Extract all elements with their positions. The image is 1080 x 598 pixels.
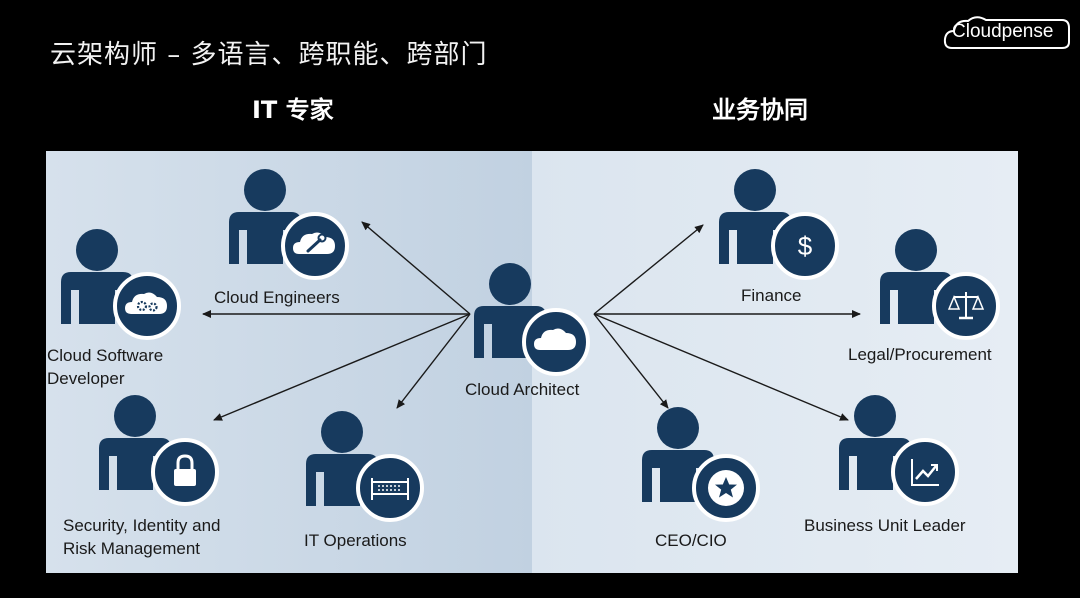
label-legal-procurement: Legal/Procurement [848,345,992,364]
person-ceo-cio [642,407,760,522]
person-cloud-software-developer [61,229,181,340]
lock-icon [151,438,219,506]
server-rack-icon [356,454,424,522]
svg-text:$: $ [798,231,813,261]
person-security-identity-risk [99,395,219,506]
gears-cloud-icon [113,272,181,340]
label-line: Security, Identity and [63,516,221,535]
person-cloud-architect [474,263,590,376]
section-heading-business: 业务协同 [712,96,808,124]
label-line: Risk Management [63,539,201,558]
label-business-unit-leader: Business Unit Leader [804,516,966,535]
label-it-operations: IT Operations [304,531,407,550]
slide-title: 云架构师 – 多语言、跨职能、跨部门 [50,40,488,70]
person-finance: $ [719,169,839,280]
person-it-operations [306,411,424,522]
scales-icon [932,272,1000,340]
label-cloud-engineers: Cloud Engineers [214,288,340,307]
section-heading-it-experts: IT 专家 [252,96,334,124]
label-security-identity-risk: Security, Identity and Risk Management [63,514,221,560]
cloud-icon [522,308,590,376]
label-cloud-architect: Cloud Architect [465,380,580,399]
label-finance: Finance [741,286,802,305]
trend-chart-icon [891,438,959,506]
person-cloud-engineers [229,169,349,280]
person-legal-procurement [880,229,1000,340]
person-business-unit-leader [839,395,959,506]
star-icon [692,454,760,522]
arrow-to-cloud-engineers [361,221,471,315]
brand-name: Cloudpense [952,21,1054,42]
label-line: Cloud Software [47,346,164,365]
wrench-icon [281,212,349,280]
label-cloud-software-developer: Cloud Software Developer [47,344,163,390]
arrow-to-security [213,313,471,421]
label-ceo-cio: CEO/CIO [655,531,727,550]
arrow-to-business-unit-leader [593,313,849,421]
dollar-icon: $ [771,212,839,280]
label-line: Developer [47,369,125,388]
arrow-to-ceo [593,313,669,409]
arrow-to-finance [593,224,704,315]
arrow-to-it-operations [396,313,471,409]
brand-logo: Cloudpense [942,12,1070,56]
connector-arrows [202,221,861,421]
cloud-outline-icon [943,16,1070,49]
